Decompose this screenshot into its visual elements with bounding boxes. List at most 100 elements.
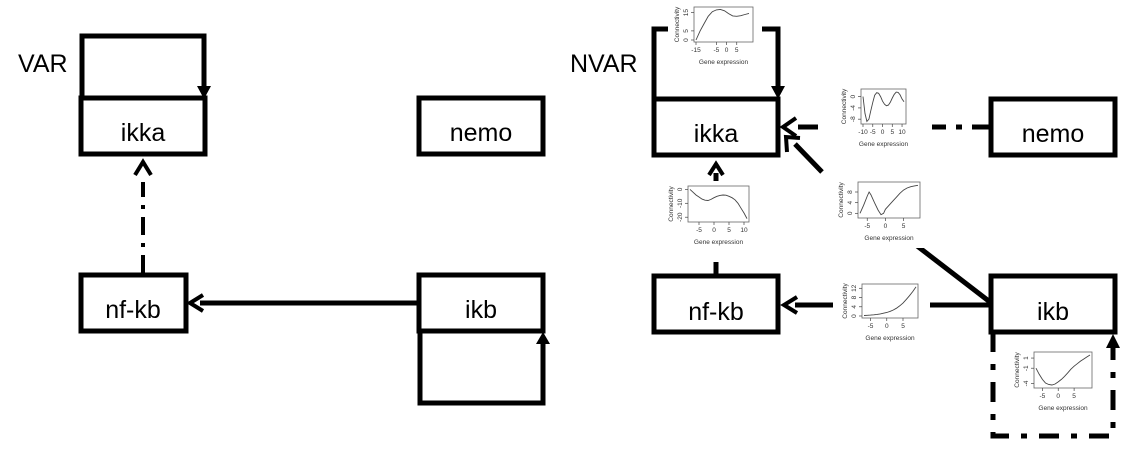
mini-plot-xtick-label: 0 [725,47,729,54]
mini-plot-ytick-label: 15 [683,9,690,17]
nvar-node-ikka-label: ikka [694,120,739,148]
mini-plot-curve [689,189,748,219]
var-node-nemo-label: nemo [450,119,513,147]
var-node-nemo[interactable]: nemo [416,95,546,157]
mini-plot-frame [1033,351,1093,389]
nvar-ikb-self-loop-arrowhead-icon [1106,334,1120,348]
mini-plot-ytick-label: -8 [850,116,857,122]
mini-plot-ytick-label: 0 [677,187,684,191]
var-self-loop-arrowhead-icon [197,86,211,99]
mini-plot-xtick-label: 0 [712,227,716,234]
nvar-edge-ikb-ikka-arrowhead-icon [783,134,801,153]
mini-plot-xtick-label: 5 [901,323,905,330]
mini-plot-frame [857,181,921,219]
mini-plot-curve [863,286,917,316]
mini-plot-xtick-label: 5 [735,47,739,54]
nvar-edge-ikb-to-ikka-lower [910,240,992,304]
mini-plot-ytick-label: -10 [677,198,684,208]
mini-plot-xtick-label: 10 [740,227,748,234]
mini-plot-ytick-label: 1 [1023,356,1030,360]
nvar-edge-ikka-self-loop-left [651,26,668,102]
var-panel: VAR ikka nemo nf-kb ikb [18,33,550,406]
var-node-ikka-label: ikka [121,119,166,147]
mini-plot-ytick-label: 4 [851,305,858,309]
mini-plot-xlabel: Gene expression [694,239,744,246]
mini-plot-curve [859,184,919,216]
nvar-node-nf-kb-label: nf-kb [688,298,744,326]
nvar-edge-ikb-to-ikka-upper [793,142,824,174]
var-node-nf-kb-label: nf-kb [105,296,161,324]
var-edge-ikb-nfkb-arrowhead-icon [186,293,205,313]
mini-plot-frame [693,6,754,43]
mini-plot-ylabel: Connectivity [842,283,849,319]
mini-plot-frame [861,283,919,319]
mini-plot-ytick-label: -1 [1023,365,1030,371]
nvar-self-loop-arrowhead-icon [771,86,785,99]
nvar-panel-label: NVAR [570,50,638,78]
nvar-edge-nfkb-ikka-arrowhead-icon [707,160,725,177]
nvar-edge-ikka-self-loop-right [762,26,781,88]
mini-plot-ytick-label: 0 [851,314,858,318]
nvar-node-nemo-label: nemo [1022,120,1085,148]
mini-plot-xtick-label: -5 [864,223,870,230]
mini-plot-xtick-label: -5 [870,129,876,136]
nvar-panel: NVAR ikka nemo nf-kb ikb [570,3,1120,439]
nvar-edge-ikb-self-loop [990,332,1116,439]
mini-plot-frame [687,185,750,223]
mini-plot-frame [860,88,907,125]
mini-plot-xtick-label: -5 [868,323,874,330]
mini-plot-curve [1035,354,1091,386]
mini-plot-xtick-label: 0 [884,223,888,230]
mini-plot-xtick-label: 5 [1072,393,1076,400]
mini-plot-xlabel: Gene expression [859,141,909,148]
nvar-edge-nemo-ikka-arrowhead-icon [779,116,798,138]
nvar-node-ikka[interactable]: ikka [651,96,781,158]
mini-plot-ylabel: Connectivity [668,186,675,222]
mini-plot-ytick-label: -4 [1023,380,1030,386]
mini-plot-xlabel: Gene expression [864,235,914,242]
mini-plot-ytick-label: 5 [683,29,690,33]
mini-plot-ytick-label: 0 [847,211,854,215]
mini-plot-xtick-label: 5 [902,223,906,230]
nvar-node-nf-kb[interactable]: nf-kb [651,273,781,335]
mini-plot-ylabel: Connectivity [838,182,845,218]
nvar-node-ikb[interactable]: ikb [988,273,1118,335]
nvar-node-ikb-label: ikb [1037,298,1069,326]
mini-plot-xtick-label: 5 [890,129,894,136]
mini-plot-curve [695,8,750,41]
var-node-ikka[interactable]: ikka [78,95,208,157]
mini-plot-ytick-label: 4 [847,200,854,204]
mini-plot-ytick-label: 0 [850,94,857,98]
mini-plot-xtick-label: 0 [881,129,885,136]
mini-plot-curve [862,91,905,123]
nvar-node-nemo[interactable]: nemo [988,96,1118,158]
mini-plot-xtick-label: 10 [898,129,906,136]
mini-plot-xtick-label: 5 [727,227,731,234]
mini-plot-xtick-label: -5 [696,227,702,234]
var-edge-ikka-self-loop [79,33,207,99]
mini-plot-ytick-label: 8 [851,295,858,299]
mini-plot-ytick-label: -20 [677,212,684,222]
mini-plot-ylabel: Connectivity [674,6,681,42]
mini-plot-ytick-label: 0 [683,38,690,42]
mini-plot-xtick-label: -10 [858,129,868,136]
mini-plot-xtick-label: -15 [691,47,701,54]
mini-plot-ytick-label: 12 [851,284,858,292]
mini-plot-ytick-label: 8 [847,190,854,194]
var-node-nf-kb[interactable]: nf-kb [78,272,189,334]
mini-plot-ylabel: Connectivity [841,88,848,124]
mini-plot-xtick-label: 0 [885,323,889,330]
nvar-edge-ikb-nfkb-arrowhead-icon [780,295,799,315]
var-ikb-self-loop-arrowhead-icon [536,332,550,344]
var-node-ikb[interactable]: ikb [416,272,546,334]
mini-plot-ylabel: Connectivity [1014,352,1021,388]
mini-plot-ytick-label: -4 [850,105,857,111]
mini-plot-xlabel: Gene expression [1038,405,1088,412]
